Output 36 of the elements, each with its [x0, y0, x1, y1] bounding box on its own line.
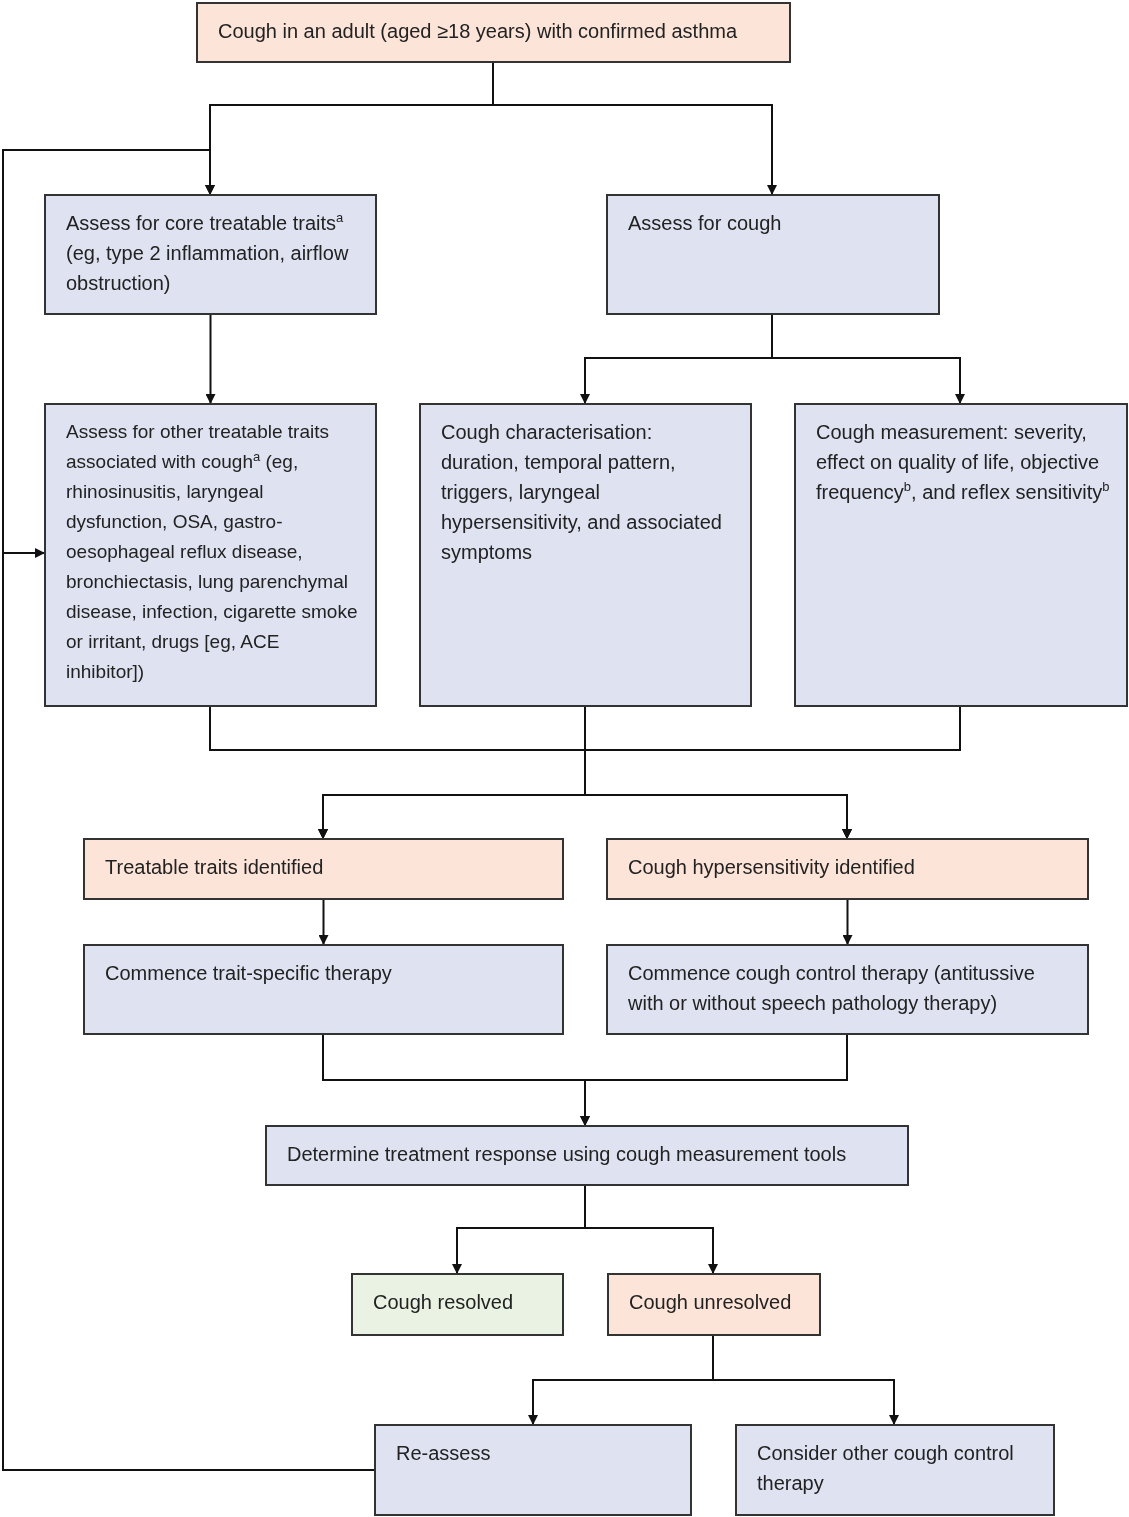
box-text: Re-assess	[396, 1441, 492, 1466]
arrow	[205, 314, 216, 404]
box-text: Cough unresolved	[629, 1290, 793, 1315]
process-box	[794, 403, 1128, 707]
process-box	[607, 1273, 821, 1336]
process-box	[374, 1424, 692, 1516]
process-box	[265, 1125, 909, 1186]
process-box	[606, 944, 1089, 1035]
process-box	[419, 403, 752, 707]
box-text: Assess for core treatable traits$^{a}$ (eg, type 2 inflammation, airflow obstruction)	[66, 209, 350, 296]
process-box	[44, 194, 377, 315]
process-box	[44, 403, 377, 707]
arrow	[584, 1185, 718, 1274]
box-text: Cough in an adult (aged ≥18 years) with confirmed asthma	[218, 19, 739, 44]
process-box	[83, 838, 564, 900]
arrow	[580, 1034, 848, 1126]
arrow	[842, 899, 853, 945]
process-box	[606, 838, 1089, 900]
box-text: Cough characterisation: duration, temporal pattern, triggers, laryngeal hypersensitivity, and associated symptoms	[441, 420, 723, 565]
process-box	[606, 194, 940, 315]
process-box	[351, 1273, 564, 1336]
arrow	[771, 314, 965, 404]
box-text: Consider other cough control therapy	[757, 1441, 1015, 1496]
box-text: Commence cough control therapy (antitussive with or without speech pathology therapy)	[628, 961, 1036, 1016]
box-text: Cough hypersensitivity identified	[628, 855, 916, 880]
box-text: Cough resolved	[373, 1290, 515, 1315]
process-box	[83, 944, 564, 1035]
box-text: Commence trait-specific therapy	[105, 961, 393, 986]
box-text: Assess for other treatable traits associated with cough$^{a}$ (eg, rhinosinusitis, laryngeal dysfunction, OSA, gastro-oesophageal reflux disease, bronchiectasis, lung parenchymal disease, infection, cigarette smoke or irritant, drugs [eg, ACE inhibitor])	[66, 420, 359, 684]
box-text: Determine treatment response using cough measurement tools	[287, 1142, 848, 1167]
box-text: Assess for cough	[628, 211, 783, 236]
process-box	[735, 1424, 1055, 1516]
box-text: Cough measurement: severity, effect on quality of life, objective frequency$^{b}$, and reflex sensitivity$^{b}$	[816, 420, 1110, 505]
process-box	[196, 2, 791, 63]
arrow	[318, 899, 329, 945]
box-text: Treatable traits identified	[105, 855, 325, 880]
